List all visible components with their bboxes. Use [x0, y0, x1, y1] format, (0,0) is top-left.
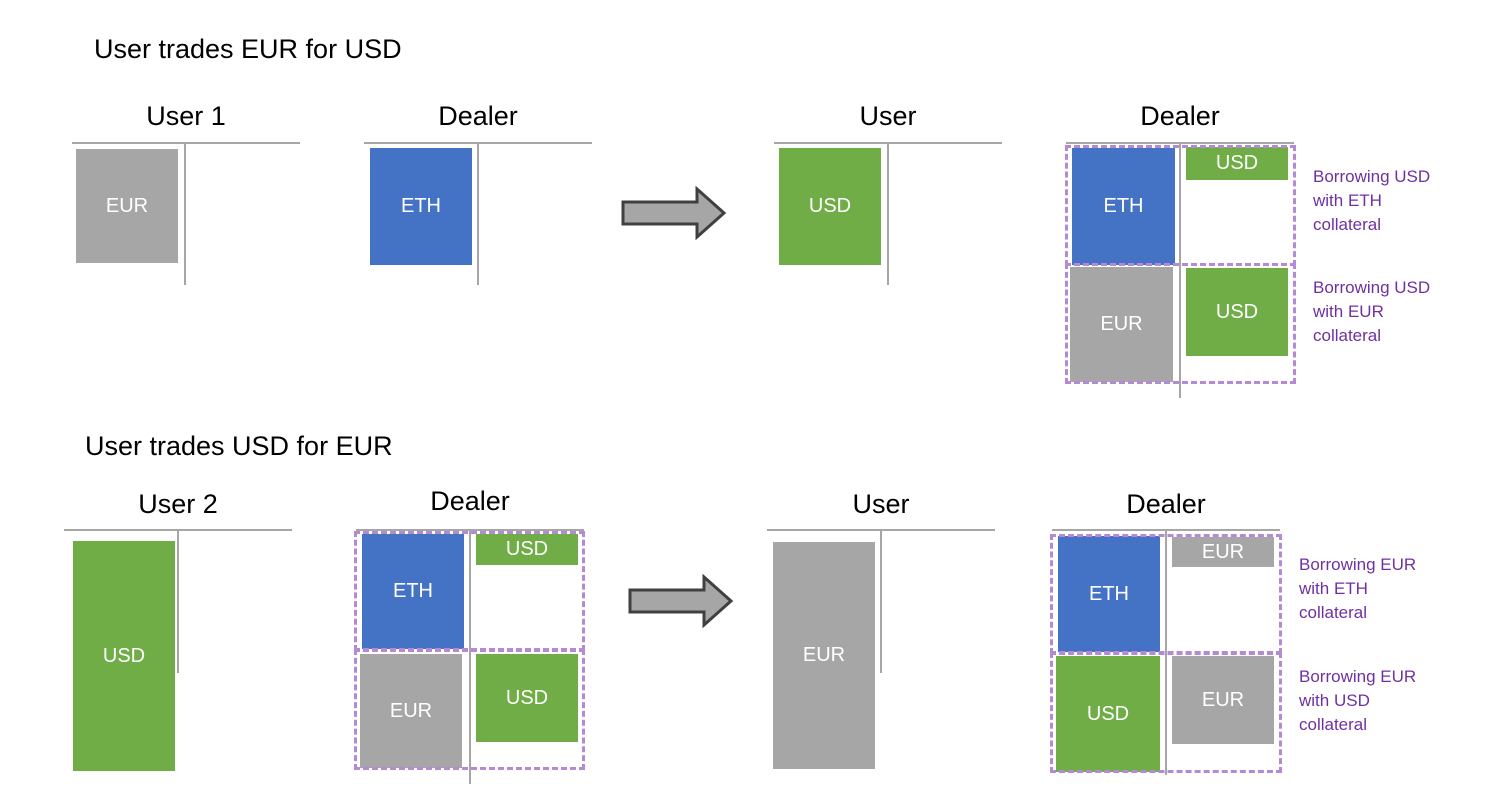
asset-block-eur: EUR	[1070, 267, 1173, 382]
t-account-divider	[177, 530, 179, 673]
user1-label: User 1	[146, 101, 226, 131]
loan-note-line: with USD	[1299, 691, 1370, 710]
liability-block-usd: USD	[1186, 268, 1288, 356]
right-arrow-icon	[621, 186, 727, 240]
loan-note-line: Borrowing USD	[1313, 167, 1431, 186]
t-account-divider	[469, 530, 471, 784]
loan-note-line: with ETH	[1313, 191, 1382, 210]
loan-note-line: with ETH	[1299, 579, 1368, 598]
t-account-divider	[880, 530, 882, 673]
dealer-label: Dealer	[438, 101, 518, 131]
user2-label: User 2	[138, 489, 218, 519]
asset-block-usd: USD	[73, 541, 175, 771]
loan-note-line: collateral	[1313, 326, 1382, 345]
section1-title: User trades EUR for USD	[94, 34, 402, 64]
dealer-label: Dealer	[1140, 101, 1220, 131]
asset-block-eur: EUR	[773, 542, 875, 769]
loan-note-line: collateral	[1299, 603, 1368, 622]
user-label: User	[852, 489, 910, 519]
t-account-divider	[477, 143, 479, 285]
loan-note-line: with EUR	[1313, 302, 1384, 321]
asset-block-eur: EUR	[360, 654, 462, 768]
loan-note: Borrowing EUR with USD collateral	[1299, 665, 1416, 737]
asset-block-eth: ETH	[1058, 536, 1160, 652]
t-account-divider	[1179, 143, 1181, 398]
loan-note-line: Borrowing EUR	[1299, 555, 1417, 574]
liability-block-usd: USD	[476, 534, 578, 565]
loan-outline	[354, 531, 585, 651]
section2-title: User trades USD for EUR	[85, 431, 393, 461]
loan-outline	[1065, 263, 1296, 384]
asset-block-eth: ETH	[370, 148, 472, 265]
loan-note-line: collateral	[1299, 715, 1368, 734]
loan-outline	[1050, 652, 1282, 773]
asset-block-usd: USD	[1056, 656, 1160, 772]
dealer-label: Dealer	[1126, 489, 1206, 519]
asset-block-eur: EUR	[76, 149, 178, 263]
user-label: User	[859, 101, 917, 131]
asset-block-usd: USD	[779, 148, 881, 265]
loan-note-line: collateral	[1313, 215, 1382, 234]
liability-block-usd: USD	[476, 654, 578, 742]
asset-block-eth: ETH	[1072, 148, 1175, 265]
loan-note-line: Borrowing EUR	[1299, 667, 1417, 686]
t-account-divider	[184, 143, 186, 285]
loan-outline	[1065, 145, 1296, 266]
asset-block-eth: ETH	[362, 534, 464, 649]
loan-note-line: Borrowing USD	[1313, 278, 1431, 297]
loan-note: Borrowing USD with ETH collateral	[1313, 165, 1430, 237]
loan-note: Borrowing USD with EUR collateral	[1313, 276, 1430, 348]
t-account-divider	[887, 143, 889, 285]
t-account-top	[72, 142, 300, 144]
liability-block-eur: EUR	[1172, 656, 1274, 744]
liability-block-eur: EUR	[1172, 537, 1274, 567]
liability-block-usd: USD	[1186, 147, 1288, 180]
loan-outline	[354, 649, 585, 770]
loan-outline	[1050, 534, 1282, 654]
loan-note: Borrowing EUR with ETH collateral	[1299, 553, 1416, 625]
dealer-label: Dealer	[430, 486, 510, 516]
right-arrow-icon	[628, 574, 734, 628]
